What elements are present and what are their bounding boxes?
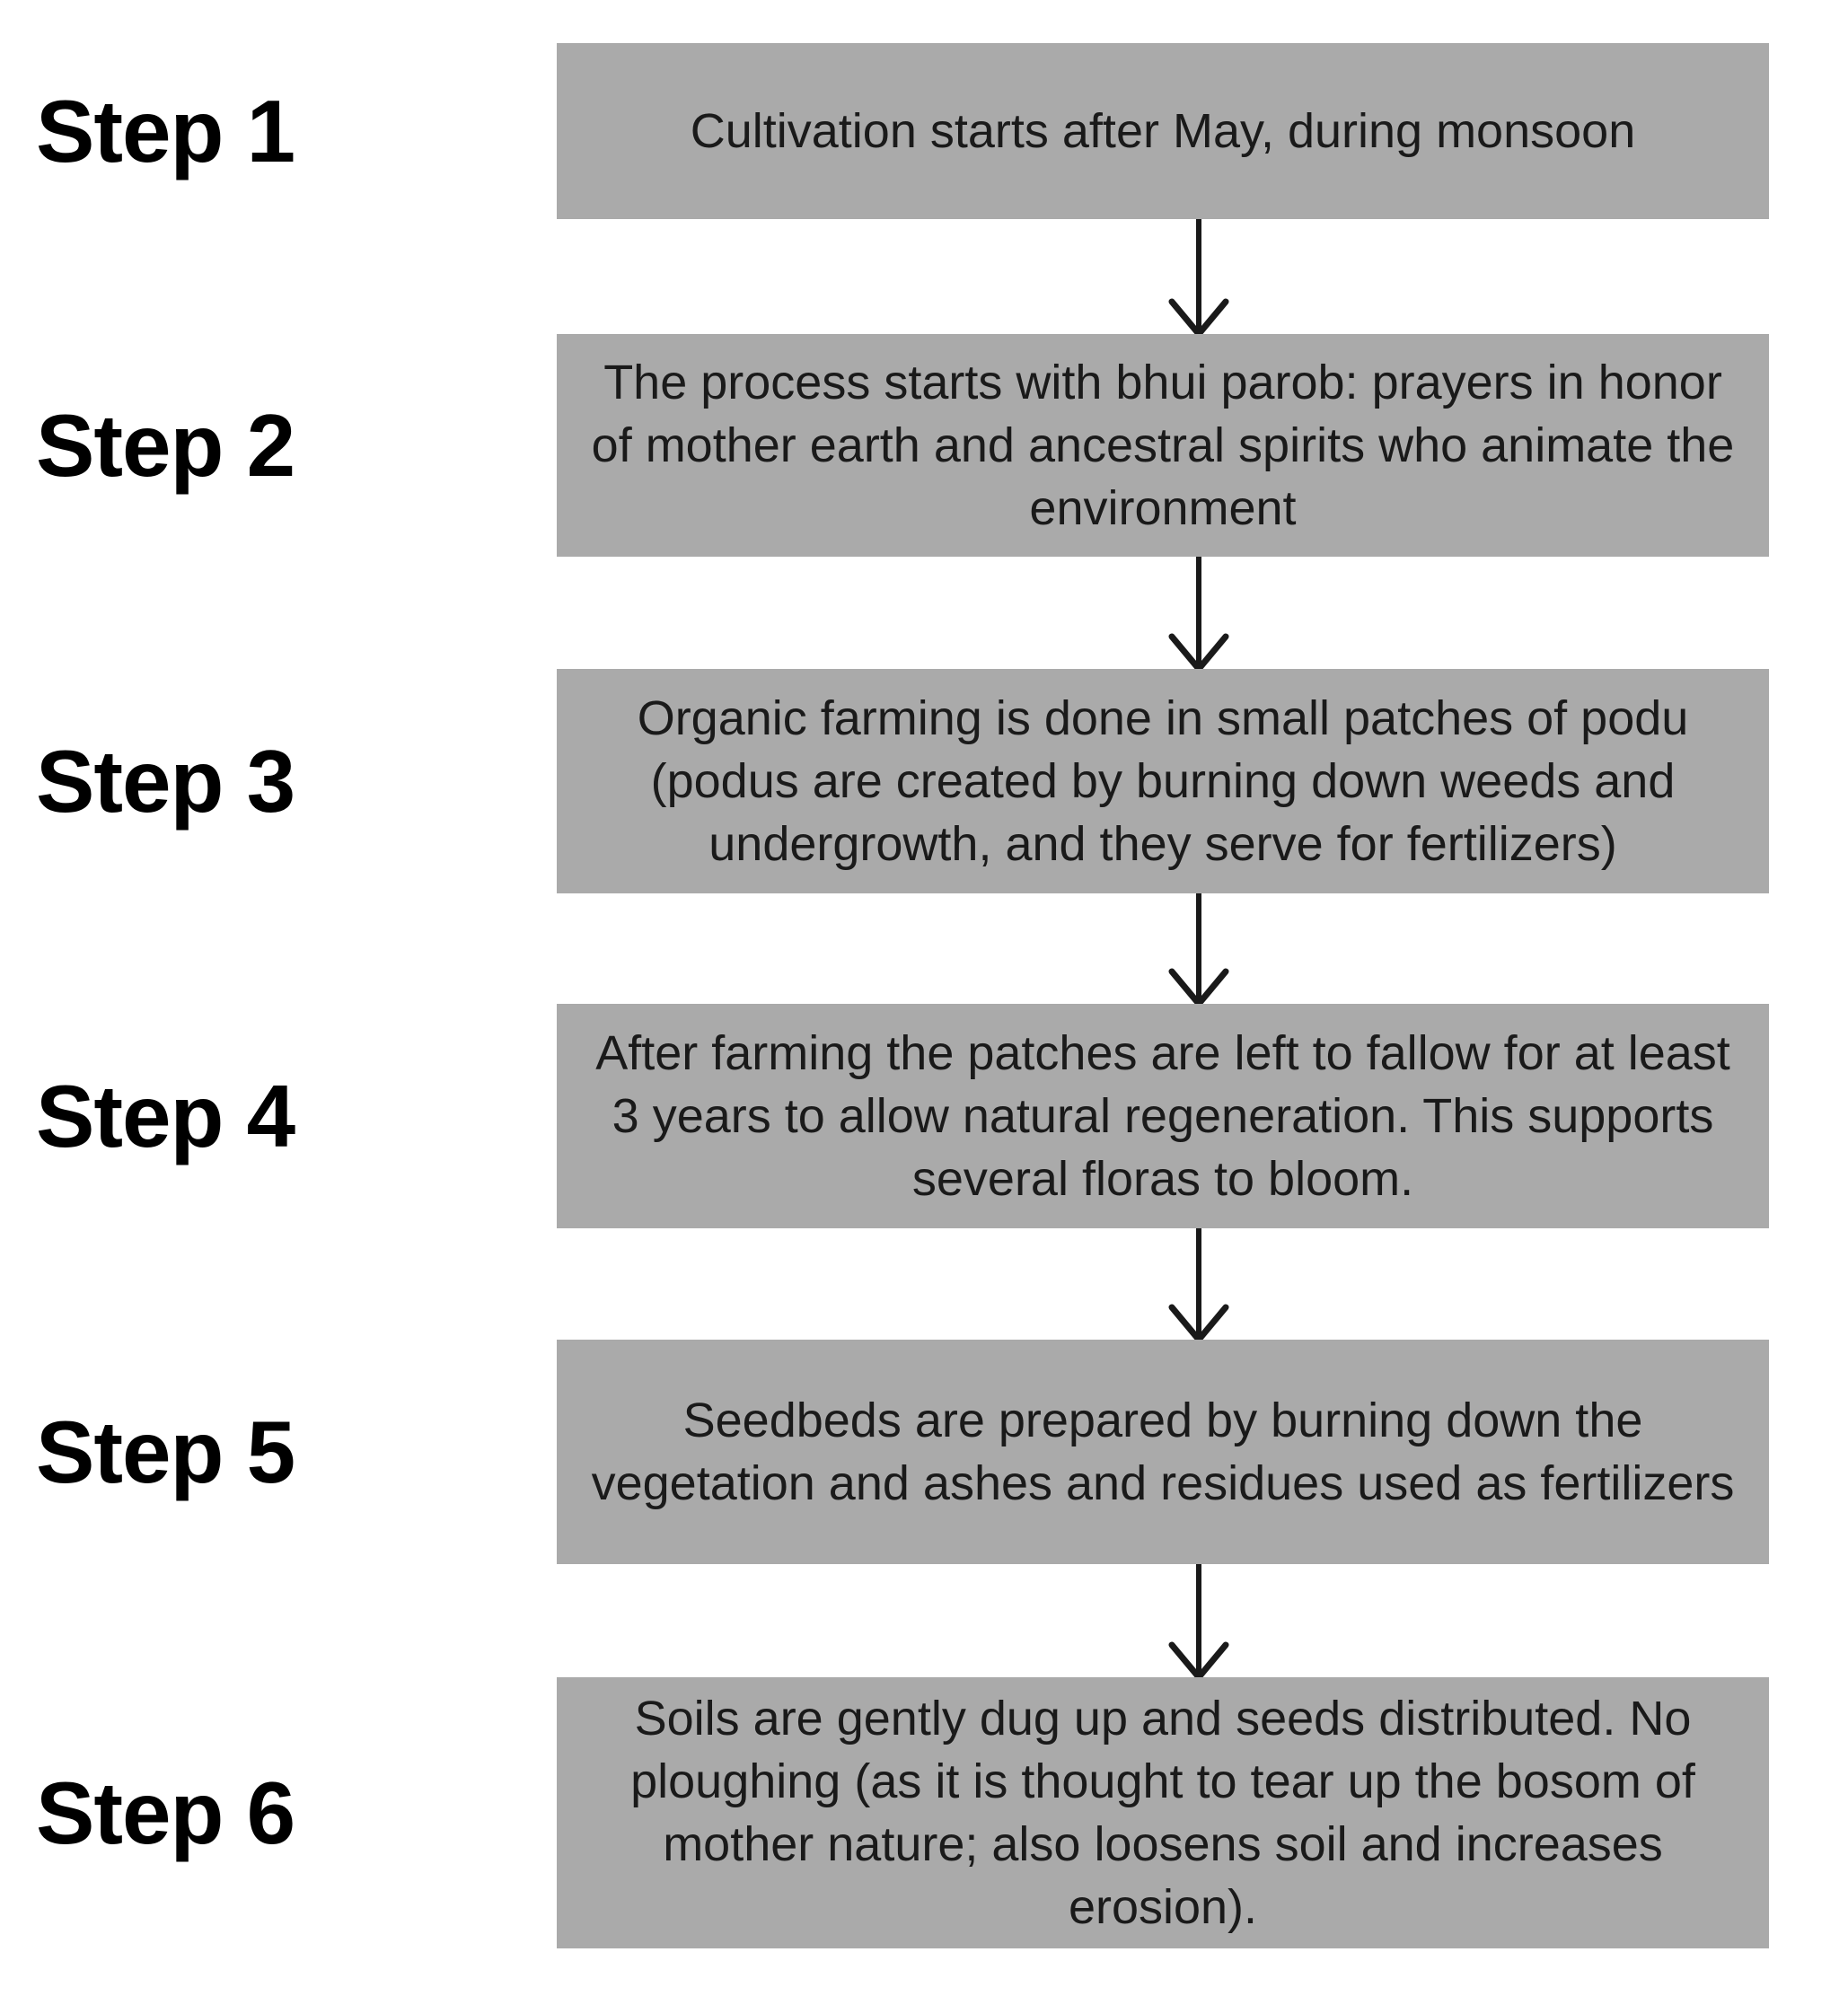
step-label-4: Step 4 [36, 1066, 295, 1165]
step-box-6: Soils are gently dug up and seeds distri… [557, 1677, 1769, 1948]
connector-arrow-4 [1166, 1228, 1231, 1341]
step-box-text-2: The process starts with bhui parob: pray… [591, 355, 1735, 536]
step-box-2: The process starts with bhui parob: pray… [557, 334, 1769, 557]
step-box-text-3: Organic farming is done in small patches… [637, 690, 1689, 872]
connector-arrow-2 [1166, 557, 1231, 671]
down-arrow-icon [1168, 557, 1229, 671]
connector-arrow-1 [1166, 219, 1231, 336]
step-label-3: Step 3 [36, 731, 295, 831]
step-box-1: Cultivation starts after May, during mon… [557, 43, 1769, 219]
step-label-1: Step 1 [36, 81, 295, 180]
step-label-2: Step 2 [36, 395, 295, 495]
step-box-4: After farming the patches are left to fa… [557, 1004, 1769, 1228]
step-row-6: Step 6 Soils are gently dug up and seeds… [0, 1677, 1848, 1948]
connector-arrow-5 [1166, 1564, 1231, 1679]
step-row-5: Step 5 Seedbeds are prepared by burning … [0, 1340, 1848, 1564]
step-box-text-4: After farming the patches are left to fa… [595, 1025, 1730, 1207]
down-arrow-icon [1168, 893, 1229, 1006]
step-row-3: Step 3 Organic farming is done in small … [0, 669, 1848, 893]
step-label-6: Step 6 [36, 1763, 295, 1862]
step-row-1: Step 1 Cultivation starts after May, dur… [0, 43, 1848, 219]
down-arrow-icon [1168, 1564, 1229, 1679]
step-row-4: Step 4 After farming the patches are lef… [0, 1004, 1848, 1228]
step-box-text-5: Seedbeds are prepared by burning down th… [591, 1393, 1735, 1510]
step-box-5: Seedbeds are prepared by burning down th… [557, 1340, 1769, 1564]
step-box-text-6: Soils are gently dug up and seeds distri… [630, 1691, 1695, 1935]
step-box-text-1: Cultivation starts after May, during mon… [690, 103, 1636, 158]
step-row-2: Step 2 The process starts with bhui paro… [0, 334, 1848, 557]
down-arrow-icon [1168, 219, 1229, 336]
down-arrow-icon [1168, 1228, 1229, 1341]
step-box-3: Organic farming is done in small patches… [557, 669, 1769, 893]
connector-arrow-3 [1166, 893, 1231, 1006]
step-label-5: Step 5 [36, 1402, 295, 1501]
